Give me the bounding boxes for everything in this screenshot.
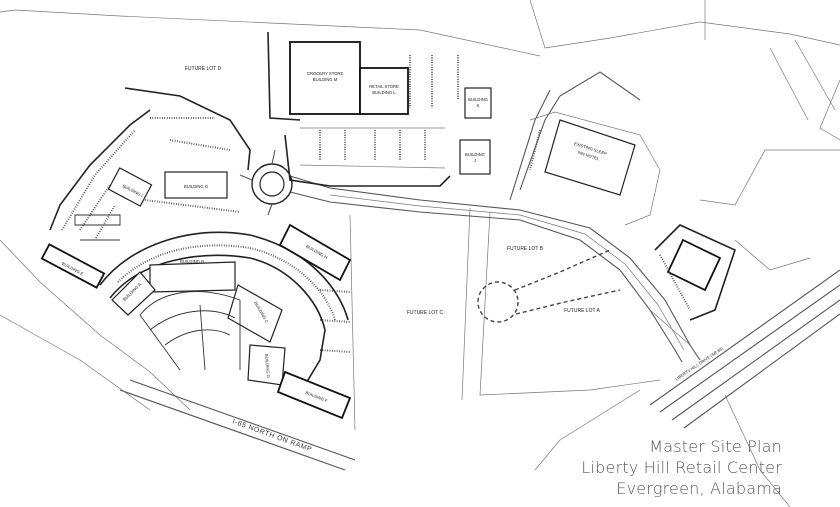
caption-title: Master Site Plan <box>649 437 782 456</box>
building-k-label: BUILDING <box>468 97 488 102</box>
hotel-block <box>529 111 661 226</box>
liberty-hill-drive-label: LIBERTY HILL DRIVE (SR 83) <box>674 345 724 381</box>
east-outparcel <box>654 224 736 321</box>
building-g-label: BUILDING G <box>184 184 208 189</box>
building-h <box>278 223 352 282</box>
curved-center <box>99 231 349 386</box>
future-lot-b-label: FUTURE LOT B <box>507 246 544 252</box>
building-f <box>276 370 352 420</box>
building-b-label: BUILDING B <box>180 259 204 264</box>
retail-store-building-l <box>359 67 409 115</box>
map-caption: Master Site Plan Liberty Hill Retail Cen… <box>581 436 782 499</box>
grocery-store-label: GROCERY STORE <box>307 71 344 76</box>
caption-project: Liberty Hill Retail Center <box>581 458 782 477</box>
roundabout <box>239 149 293 216</box>
future-lot-c-label: FUTURE LOT C <box>407 310 444 316</box>
liberty-hill-drive: LIBERTY HILL DRIVE (SR 83) <box>649 269 840 429</box>
building-d-label: BUILDING D <box>264 354 271 378</box>
future-lot-d-label: FUTURE LOT D <box>185 66 222 72</box>
building-j-letter: J <box>474 158 476 163</box>
north-retail-block <box>267 31 492 187</box>
future-lot-a-label: FUTURE LOT A <box>564 308 600 314</box>
hotel-label-2: INN HOTEL <box>577 150 600 162</box>
building-e <box>40 243 106 289</box>
building-l-label: BUILDING L <box>372 90 396 95</box>
building-k-letter: K <box>477 103 480 108</box>
ramp-label: I-65 NORTH ON RAMP <box>231 418 313 453</box>
retail-store-label: RETAIL STORE <box>369 84 399 89</box>
west-parking <box>49 87 251 241</box>
grocery-store-building-m <box>289 41 361 115</box>
building-j-label: BUILDING <box>465 152 485 157</box>
caption-location: Evergreen, Alabama <box>616 479 782 498</box>
building-m-label: BUILDING M <box>313 77 338 82</box>
main-boulevard <box>289 71 701 363</box>
cul-de-sac <box>477 249 621 323</box>
